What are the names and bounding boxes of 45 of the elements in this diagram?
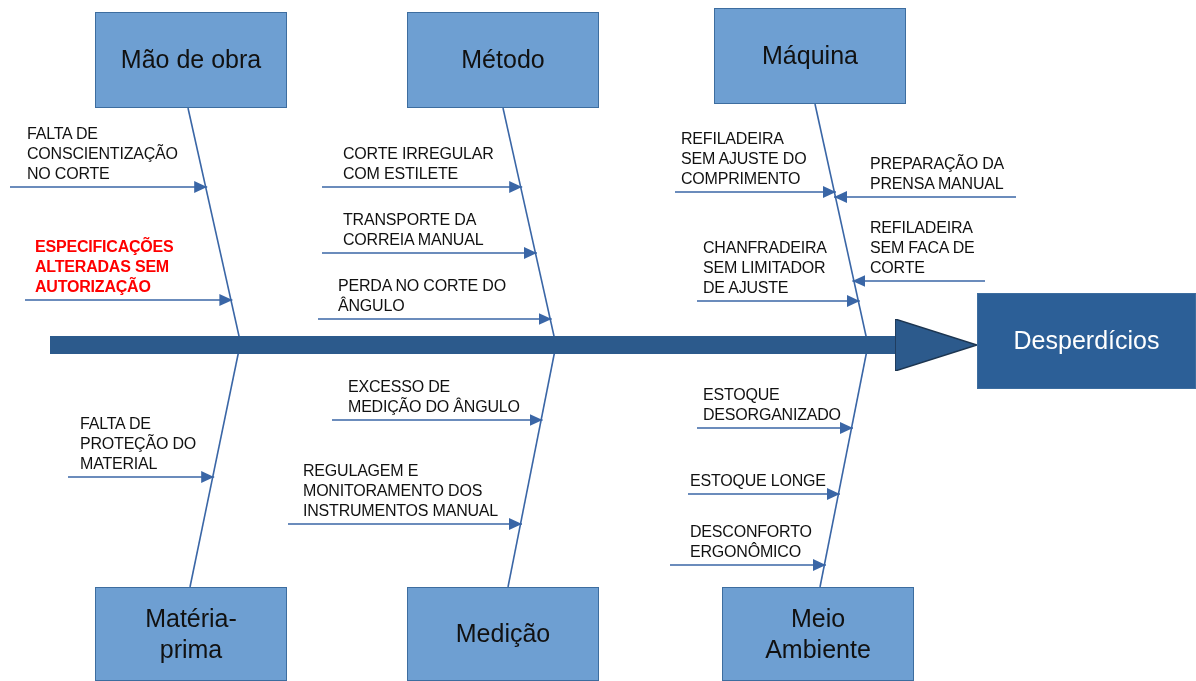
arrow [321, 181, 523, 193]
category-label: Máquina [762, 40, 858, 72]
arrow [287, 518, 523, 530]
arrow [321, 247, 538, 259]
category-box [95, 587, 287, 681]
cause-label: ESPECIFICAÇÕES ALTERADAS SEM AUTORIZAÇÃO [25, 237, 185, 297]
category-label: Mão de obra [120, 44, 262, 76]
category-label: Matéria-prima [144, 602, 238, 665]
cause-label: ESTOQUE DESORGANIZADO [697, 385, 853, 425]
cause-label: DESCONFORTO ERGONÔMICO [670, 522, 820, 562]
arrow [9, 181, 208, 193]
cause-label: PERDA NO CORTE DO ÂNGULO [318, 276, 516, 316]
cause-label: FALTA DE PROTEÇÃO DO MATERIAL [68, 414, 210, 474]
category-label: Método [461, 44, 545, 76]
cause-label: REFILADEIRA SEM FACA DE CORTE [870, 218, 995, 278]
arrow [696, 422, 854, 434]
cause-label: PREPARAÇÃO DA PRENSA MANUAL [870, 154, 1016, 194]
category-box [95, 12, 287, 108]
effect-box [977, 293, 1196, 389]
cause-label: REGULAGEM E MONITORAMENTO DOS INSTRUMENTOS MANUAL [288, 461, 503, 521]
arrow [67, 471, 215, 483]
arrow [674, 186, 837, 198]
category-label: Medição [455, 618, 551, 650]
cause-label: CORTE IRREGULAR COM ESTILETE [322, 144, 508, 184]
arrow [851, 275, 986, 287]
category-label: Meio Ambiente [764, 602, 872, 665]
cause-label: CHANFRADEIRA SEM LIMITADOR DE AJUSTE [697, 238, 838, 298]
arrow [833, 191, 1017, 203]
arrow [24, 294, 234, 306]
category-box [407, 587, 599, 681]
spine-arrow [50, 318, 978, 372]
arrow [669, 559, 827, 571]
category-box [722, 587, 914, 681]
cause-label: EXCESSO DE MEDIÇÃO DO ÂNGULO [332, 377, 524, 417]
cause-label: FALTA DE CONSCIENTIZAÇÃO NO CORTE [10, 124, 192, 184]
arrow [687, 488, 841, 500]
category-box [407, 12, 599, 108]
cause-label: REFILADEIRA SEM AJUSTE DO COMPRIMENTO [675, 129, 811, 189]
arrow [331, 414, 544, 426]
cause-label: ESTOQUE LONGE [688, 471, 830, 491]
category-label: Desperdícios [1013, 325, 1160, 357]
arrow [696, 295, 861, 307]
cause-label: TRANSPORTE DA CORREIA MANUAL [322, 210, 493, 250]
arrow [317, 313, 553, 325]
category-box [714, 8, 906, 104]
